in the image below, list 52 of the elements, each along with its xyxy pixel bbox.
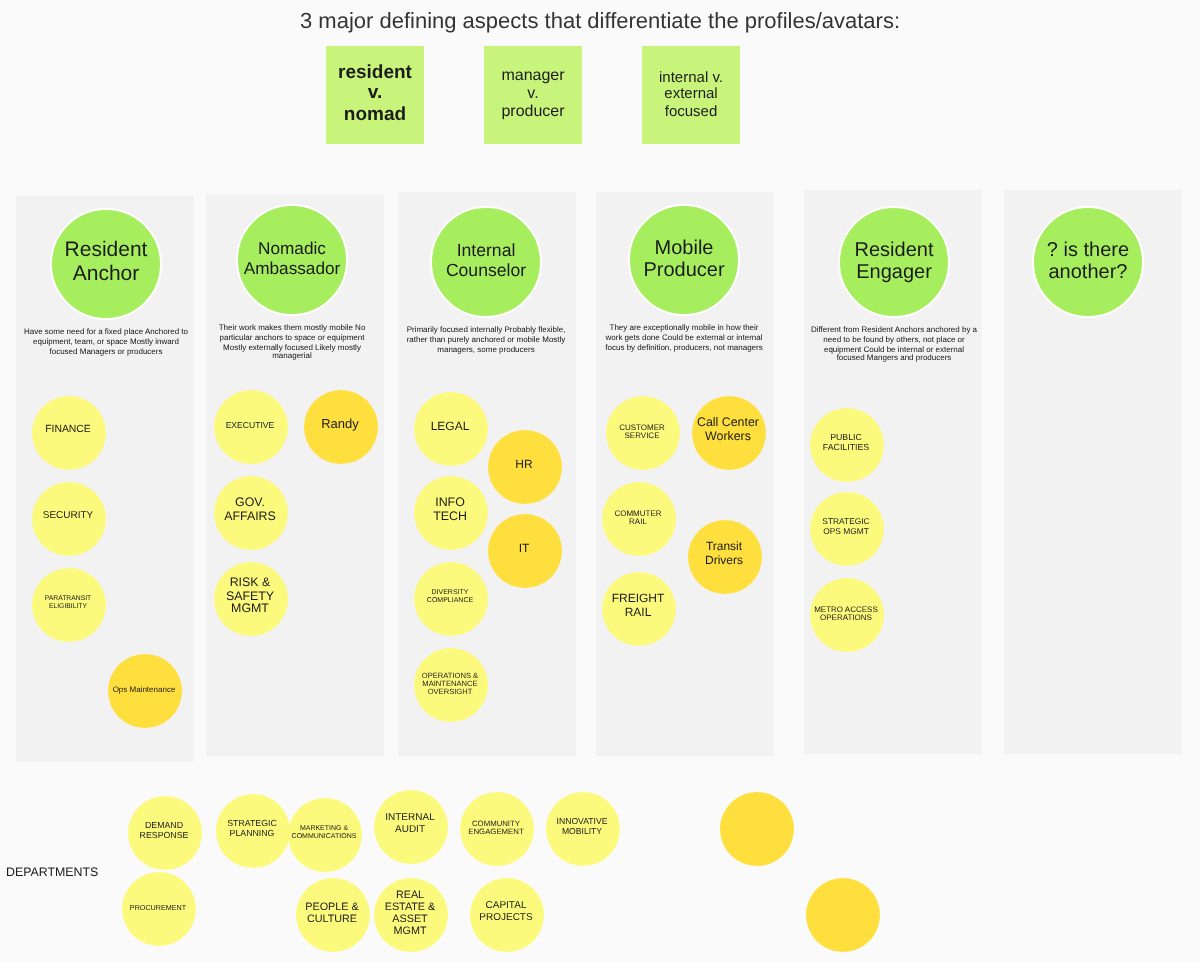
column-panel bbox=[804, 190, 982, 754]
department-circle bbox=[413, 391, 487, 465]
department-circle bbox=[213, 475, 287, 549]
department-circle bbox=[413, 647, 487, 721]
sticky-note-text: manager v. producer bbox=[499, 68, 567, 122]
department-circle bbox=[121, 871, 195, 945]
department-circle bbox=[605, 395, 679, 469]
department-circle bbox=[373, 877, 447, 951]
department-circle bbox=[601, 571, 675, 645]
role-circle bbox=[487, 429, 561, 503]
role-circle bbox=[691, 395, 765, 469]
profile-title: ? is there another? bbox=[1044, 239, 1132, 285]
column-panel bbox=[398, 192, 576, 756]
department-circle bbox=[545, 791, 619, 865]
role-circle bbox=[107, 653, 181, 727]
department-circle bbox=[809, 491, 883, 565]
department-circle bbox=[809, 577, 883, 651]
column-panel bbox=[206, 194, 384, 756]
department-circle bbox=[31, 395, 105, 469]
role-circle bbox=[487, 513, 561, 587]
department-circle bbox=[601, 481, 675, 555]
department-circle bbox=[127, 795, 201, 869]
department-circle bbox=[469, 877, 543, 951]
title: 3 major defining aspects that differentiate the profiles/avatars: bbox=[297, 10, 903, 34]
department-circle bbox=[287, 797, 361, 871]
department-circle bbox=[213, 561, 287, 635]
sticky-note-text: resident v. nomad bbox=[336, 63, 414, 127]
department-circle bbox=[373, 789, 447, 863]
sticky-note bbox=[484, 46, 582, 144]
department-circle bbox=[459, 791, 533, 865]
department-circle bbox=[295, 877, 369, 951]
department-circle bbox=[31, 567, 105, 641]
profile-title: Nomadic Ambassador bbox=[241, 240, 343, 280]
profile-title: Internal Counselor bbox=[443, 242, 529, 282]
placeholder-circle bbox=[719, 791, 793, 865]
column-panel bbox=[1004, 190, 1182, 754]
column-panel bbox=[16, 196, 194, 762]
sticky-note bbox=[642, 46, 740, 144]
department-circle bbox=[809, 407, 883, 481]
profile-title: Resident Engager bbox=[852, 239, 936, 285]
column-panel bbox=[596, 192, 774, 756]
placeholder-circle bbox=[805, 877, 879, 951]
profile-title: Mobile Producer bbox=[641, 237, 727, 283]
department-circle bbox=[413, 475, 487, 549]
department-circle bbox=[213, 389, 287, 463]
profile-title: Resident Anchor bbox=[62, 240, 150, 288]
department-circle bbox=[215, 793, 289, 867]
department-circle bbox=[31, 481, 105, 555]
role-circle bbox=[687, 519, 761, 593]
sticky-note bbox=[326, 46, 424, 144]
role-circle bbox=[303, 389, 377, 463]
department-circle bbox=[413, 561, 487, 635]
